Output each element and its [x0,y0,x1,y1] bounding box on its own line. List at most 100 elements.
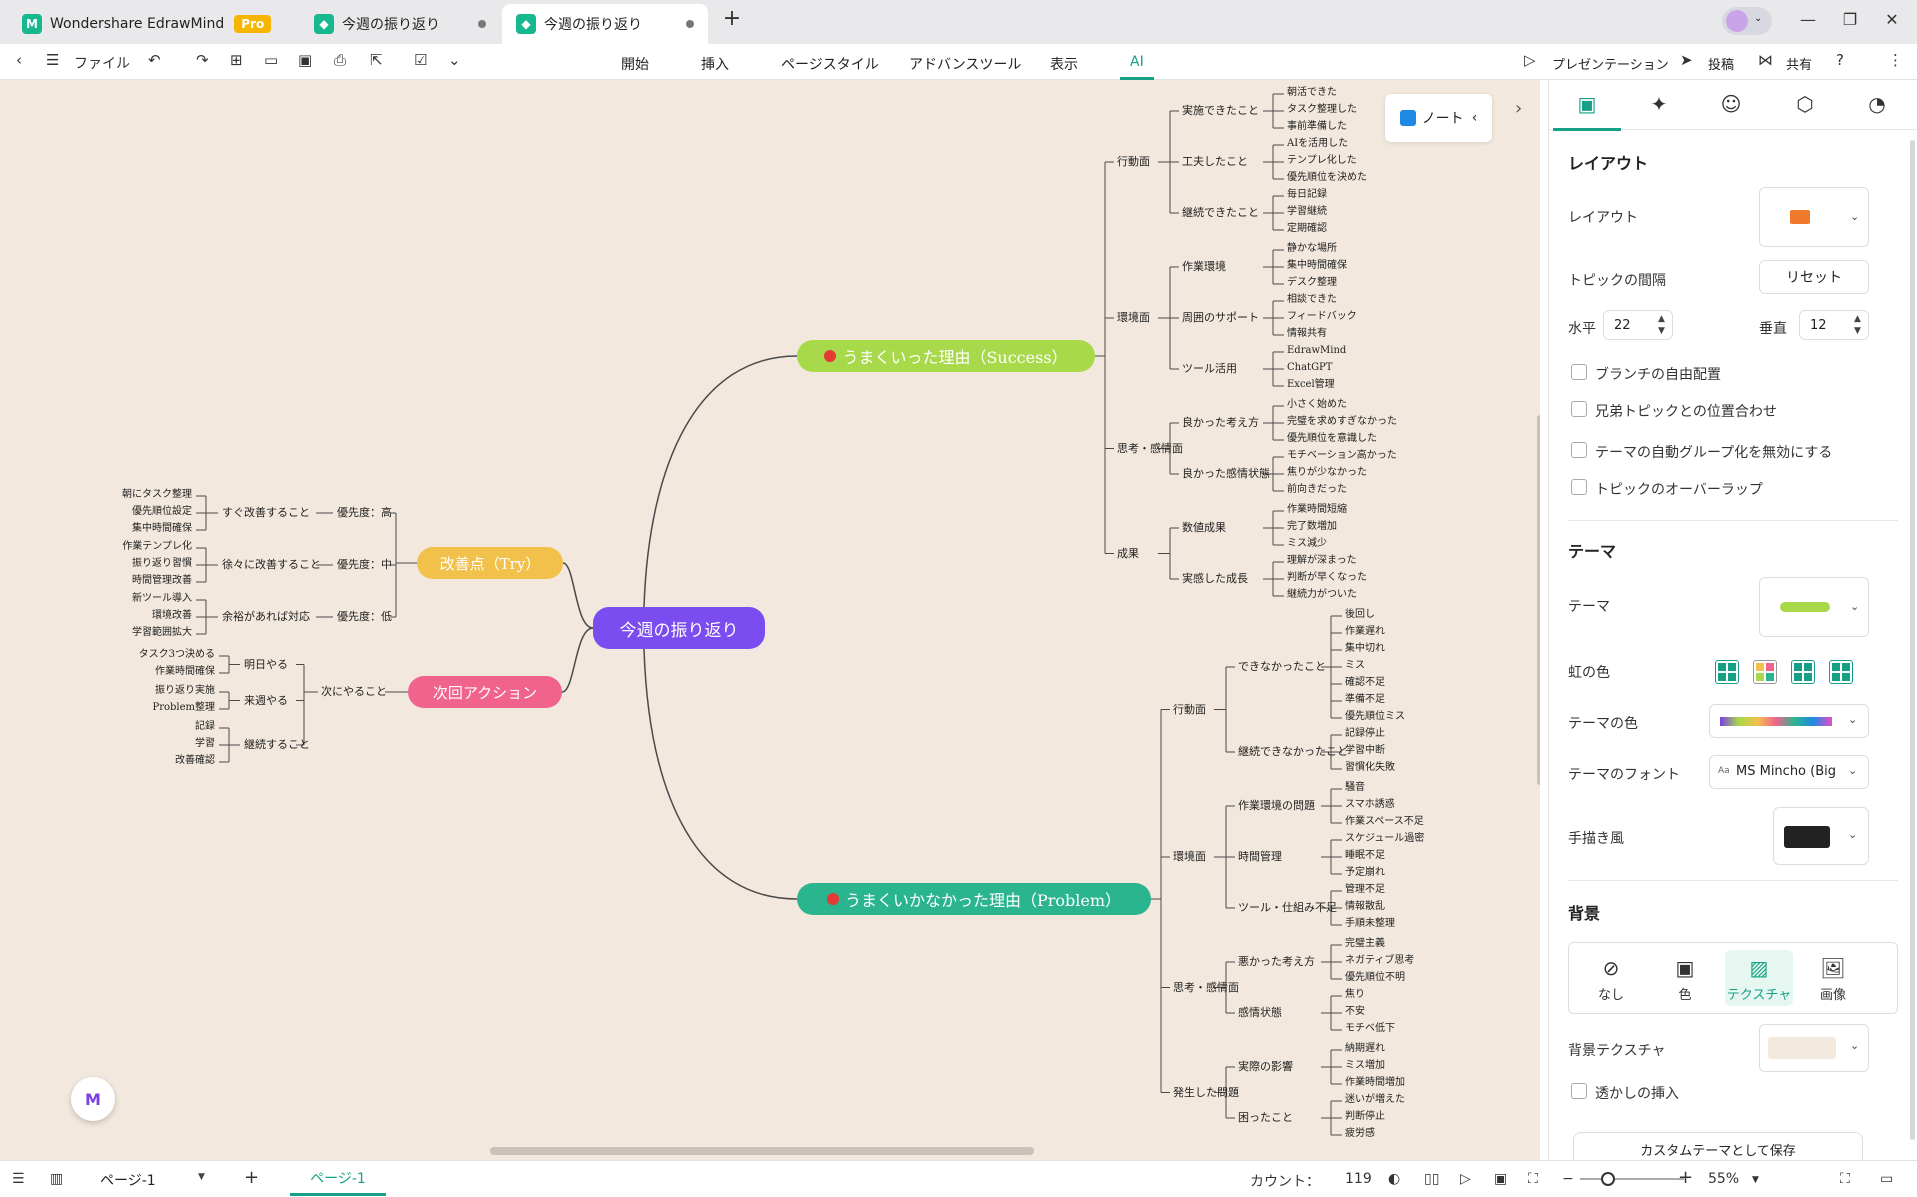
menu-start[interactable]: 開始 [621,57,649,73]
try-mid-topic[interactable]: 徐々に改善すること [222,558,321,571]
success-sub-topic[interactable]: 実感した成長 [1182,572,1248,585]
post-icon[interactable]: ➤ [1680,51,1693,69]
success-leaf[interactable]: モチベーション高かった [1287,450,1397,461]
problem-leaf[interactable]: 作業スペース不足 [1345,816,1424,827]
menu-advanced-tools[interactable]: アドバンスツール [909,57,1022,73]
success-leaf[interactable]: 相談できた [1287,294,1337,305]
try-leaf[interactable]: 環境改善 [152,610,192,621]
try-leaf[interactable]: 優先順位設定 [132,506,192,517]
zoom-slider[interactable] [1580,1172,1684,1186]
success-leaf[interactable]: 定期確認 [1287,223,1327,234]
success-topic[interactable]: うまくいった理由（Success） [797,340,1095,372]
layout-style-icon[interactable]: ▣ [1577,92,1597,116]
back-icon[interactable]: ‹ [16,51,22,69]
outline-toggle-icon[interactable]: ☰ [12,1171,25,1187]
minimize-button[interactable]: — [1800,10,1816,29]
success-sub-topic[interactable]: 継続できたこと [1182,206,1259,219]
root-topic[interactable]: 今週の振り返り [593,607,765,649]
success-category[interactable]: 環境面 [1117,311,1150,324]
success-leaf[interactable]: 学習継続 [1287,206,1327,217]
document-tab-1[interactable]: ◆ 今週の振り返り [300,4,500,44]
problem-leaf[interactable]: 完璧主義 [1345,938,1385,949]
problem-leaf[interactable]: 習慣化失敗 [1345,762,1395,773]
horizontal-scrollbar[interactable] [490,1147,1034,1155]
problem-leaf[interactable]: 疲労感 [1345,1128,1375,1139]
success-leaf[interactable]: 事前準備した [1287,121,1347,132]
problem-category[interactable]: 発生した問題 [1173,1085,1239,1099]
success-sub-topic[interactable]: 周囲のサポート [1182,311,1259,324]
success-leaf[interactable]: EdrawMind [1287,345,1347,356]
stepper-up-icon[interactable]: ▲ [1658,314,1665,324]
app-home-tab[interactable]: M Wondershare EdrawMind Pro [8,4,285,44]
action-leaf[interactable]: 記録 [195,721,215,732]
success-sub-topic[interactable]: 作業環境 [1182,260,1226,273]
theme-font-select[interactable]: Aa MS Mincho (Big ⌄ [1709,755,1869,789]
try-leaf[interactable]: 作業テンプレ化 [122,541,192,552]
checklist-icon[interactable]: ☑ [414,51,428,69]
save-icon[interactable]: ▣ [298,51,313,69]
problem-sub-topic[interactable]: 悪かった考え方 [1238,955,1315,968]
horizontal-spacing-input[interactable]: 22 ▲ ▼ [1603,310,1673,340]
ai-sparkle-icon[interactable]: ✦ [1650,92,1668,116]
success-leaf[interactable]: ミス減少 [1287,538,1327,549]
success-leaf[interactable]: デスク整理 [1287,277,1337,288]
history-icon[interactable]: ◔ [1868,92,1886,116]
success-sub-topic[interactable]: 工夫したこと [1182,155,1248,168]
zoom-in-button[interactable]: + [1678,1167,1694,1188]
problem-sub-topic[interactable]: 実際の影響 [1238,1060,1293,1073]
try-priority-topic[interactable]: 優先度：高 [337,506,392,519]
success-sub-topic[interactable]: 良かった考え方 [1182,416,1259,429]
problem-leaf[interactable]: 後回し [1345,609,1375,620]
action-leaf[interactable]: Problem整理 [152,702,215,713]
success-leaf[interactable]: 集中時間確保 [1287,260,1347,271]
rainbow-option-1[interactable] [1715,660,1739,684]
success-leaf[interactable]: タスク整理した [1287,104,1357,115]
problem-leaf[interactable]: 手順未整理 [1345,918,1395,929]
stepper-up-icon[interactable]: ▲ [1854,314,1861,324]
bg-none-option[interactable]: ⊘なし [1577,950,1645,1006]
align-siblings-checkbox[interactable] [1571,401,1587,417]
success-leaf[interactable]: 完璧を求めすぎなかった [1287,416,1397,427]
try-mid-topic[interactable]: すぐ改善すること [222,506,310,519]
action-group-topic[interactable]: 来週やる [244,693,288,707]
problem-leaf[interactable]: 不安 [1345,1006,1365,1017]
unsaved-dot-icon[interactable] [478,20,486,28]
try-topic[interactable]: 改善点（Try） [417,547,563,579]
success-leaf[interactable]: 情報共有 [1287,328,1327,339]
success-leaf[interactable]: 毎日記録 [1287,189,1327,200]
mindmap-canvas[interactable]: 今週の振り返りうまくいった理由（Success）うまくいかなかった理由（Prob… [0,80,1540,1160]
problem-sub-topic[interactable]: 作業環境の問題 [1238,799,1315,812]
free-branch-checkbox[interactable] [1571,364,1587,380]
problem-category[interactable]: 行動面 [1173,702,1206,716]
success-sub-topic[interactable]: 数値成果 [1182,521,1226,534]
success-leaf[interactable]: 静かな場所 [1287,243,1337,254]
problem-leaf[interactable]: ミス [1345,660,1365,671]
document-tab-2[interactable]: ◆ 今週の振り返り [502,4,708,44]
problem-category[interactable]: 思考・感情面 [1173,980,1239,994]
unsaved-dot-icon[interactable] [686,20,694,28]
problem-leaf[interactable]: ミス増加 [1345,1060,1385,1071]
bg-texture-option[interactable]: ▨テクスチャ [1725,950,1793,1006]
try-leaf[interactable]: 学習範囲拡大 [132,627,192,638]
problem-leaf[interactable]: 睡眠不足 [1345,850,1385,861]
topic-overlap-checkbox[interactable] [1571,479,1587,495]
print-icon[interactable]: ⎙ [334,51,347,69]
success-leaf[interactable]: 焦りが少なかった [1287,467,1367,478]
problem-sub-topic[interactable]: 感情状態 [1238,1006,1282,1019]
problem-leaf[interactable]: 騒音 [1345,782,1365,793]
sticker-icon[interactable]: ☺ [1720,92,1742,116]
success-leaf[interactable]: 小さく始めた [1287,399,1347,410]
collapse-panel-icon[interactable]: › [1515,98,1523,119]
fullscreen-fit-icon[interactable]: ⛶ [1528,1171,1538,1187]
account-avatar[interactable]: ⌄ [1722,7,1772,35]
problem-leaf[interactable]: 判断停止 [1345,1111,1385,1122]
problem-leaf[interactable]: ネガティブ思考 [1345,955,1415,966]
success-sub-topic[interactable]: ツール活用 [1182,362,1237,375]
menu-page-style[interactable]: ページスタイル [781,57,879,73]
rainbow-option-3[interactable] [1791,660,1815,684]
theme-toggle-icon[interactable]: ◐ [1388,1171,1401,1187]
zoom-slider-handle[interactable] [1600,1172,1615,1186]
problem-category[interactable]: 環境面 [1173,850,1206,863]
success-leaf[interactable]: 判断が早くなった [1287,572,1367,583]
success-leaf[interactable]: 完了数増加 [1287,521,1337,532]
